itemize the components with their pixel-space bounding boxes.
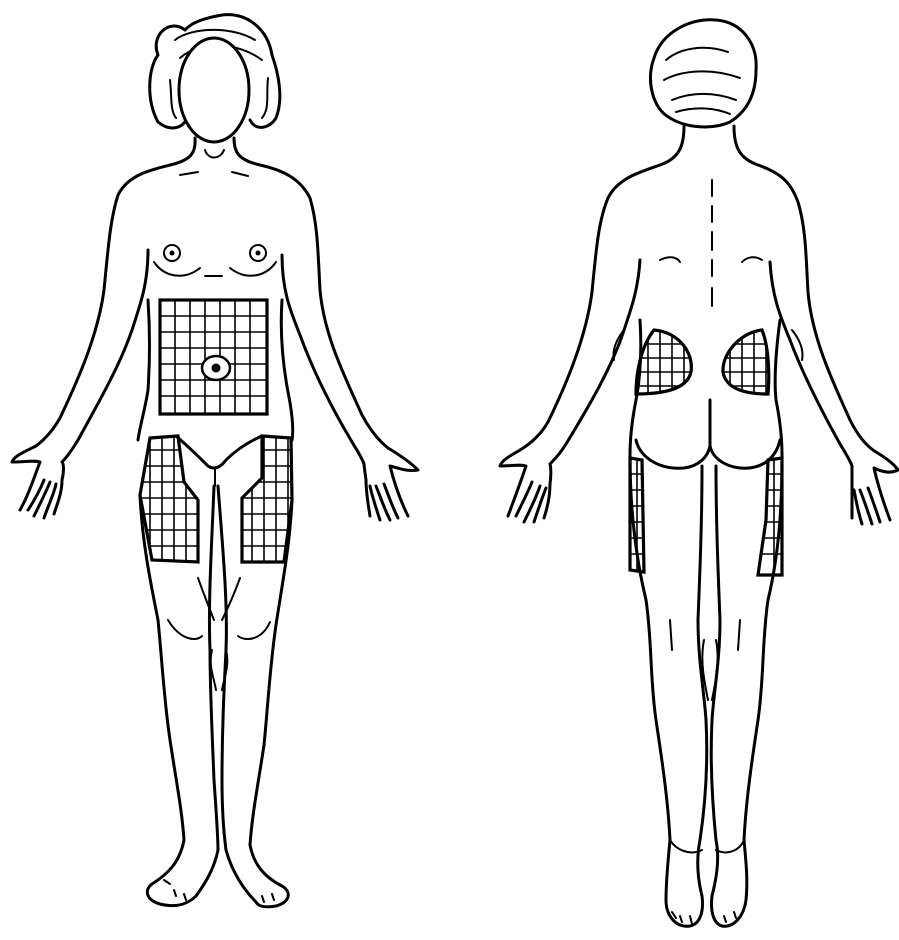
back-buttocks bbox=[636, 400, 780, 468]
front-groin bbox=[176, 436, 262, 468]
front-abdomen-zone bbox=[160, 300, 267, 414]
back-left-thigh-zone bbox=[626, 455, 648, 575]
front-torso-outline bbox=[36, 138, 388, 448]
front-left-arm bbox=[12, 250, 148, 518]
front-navel bbox=[212, 364, 221, 373]
front-figure bbox=[12, 15, 418, 907]
back-torso-outline bbox=[520, 126, 876, 452]
back-head bbox=[651, 20, 757, 127]
back-right-arm bbox=[770, 262, 898, 524]
front-face bbox=[179, 38, 249, 142]
back-right-flank-zone bbox=[718, 325, 774, 400]
back-left-arm bbox=[500, 260, 640, 522]
back-figure bbox=[500, 20, 898, 926]
back-right-thigh-zone bbox=[756, 455, 786, 580]
front-right-thigh-zone bbox=[240, 430, 294, 570]
